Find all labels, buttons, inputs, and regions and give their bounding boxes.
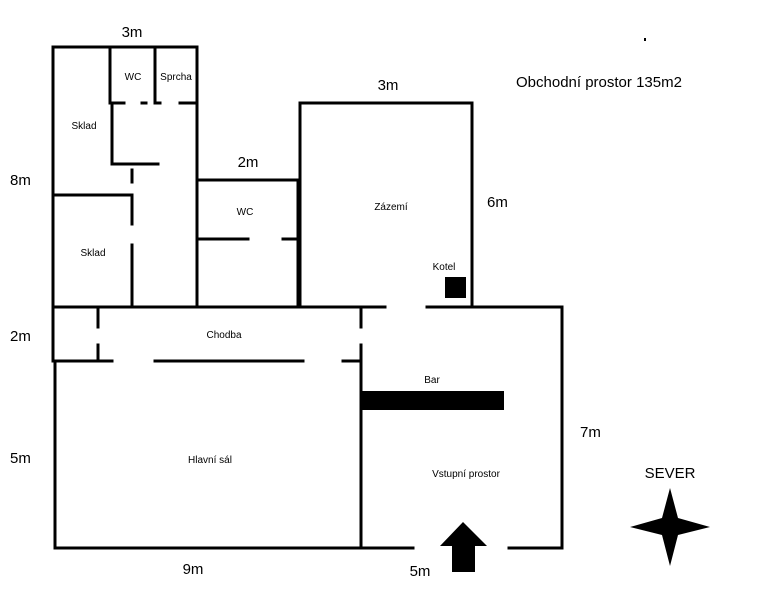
room-sklad-top: Sklad <box>71 121 96 132</box>
dim-top-left: 3m <box>122 24 143 41</box>
compass-star-icon <box>630 488 710 566</box>
kotel-block <box>445 277 466 298</box>
room-vstupni-prostor: Vstupní prostor <box>432 469 500 480</box>
room-wc-center: WC <box>237 207 254 218</box>
stray-dot <box>644 38 646 41</box>
room-kotel: Kotel <box>433 262 456 273</box>
room-hlavni-sal: Hlavní sál <box>188 455 232 466</box>
walls <box>51 45 564 550</box>
dim-bottom-right: 5m <box>410 563 431 580</box>
room-bar: Bar <box>424 375 440 386</box>
plan-title: Obchodní prostor 135m2 <box>516 74 682 91</box>
dim-left-top: 8m <box>10 172 31 189</box>
room-sklad-bottom: Sklad <box>80 248 105 259</box>
dim-left-bottom: 5m <box>10 450 31 467</box>
bar-counter <box>362 391 504 410</box>
room-wc-top: WC <box>125 72 142 83</box>
dim-left-mid: 2m <box>10 328 31 345</box>
dim-zazemi-top: 3m <box>378 77 399 94</box>
dim-zazemi-right: 6m <box>487 194 508 211</box>
dim-right-bottom: 7m <box>580 424 601 441</box>
dim-wc-center-top: 2m <box>238 154 259 171</box>
room-sprcha: Sprcha <box>160 72 192 83</box>
entrance-arrow-icon <box>440 522 487 572</box>
compass-label: SEVER <box>645 465 696 482</box>
room-chodba: Chodba <box>206 330 241 341</box>
dim-bottom-left: 9m <box>183 561 204 578</box>
room-zazemi: Zázemí <box>374 202 408 213</box>
